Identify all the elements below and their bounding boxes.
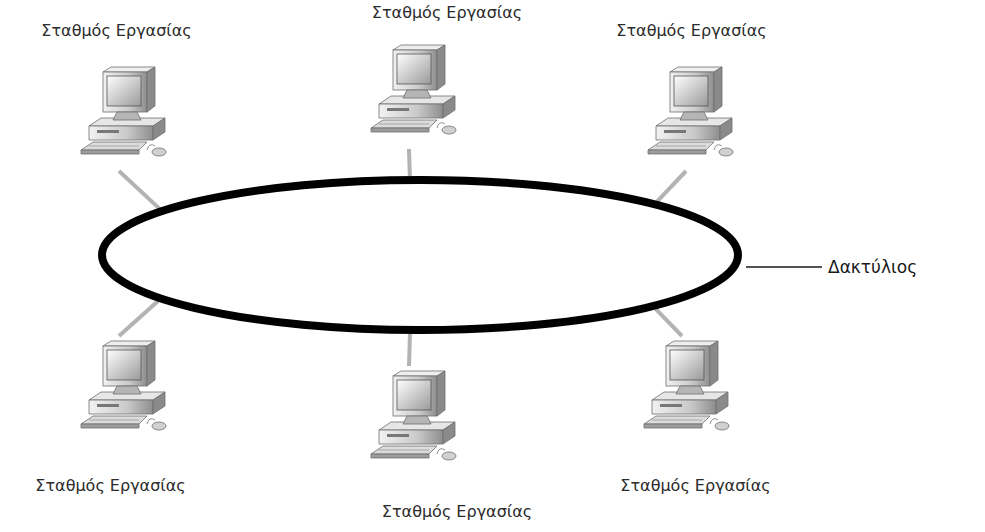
computer-icon	[75, 338, 175, 443]
workstation-label: Σταθμός Εργασίας	[39, 20, 194, 42]
leader-line	[746, 266, 822, 268]
ring: Δακτύλιος	[98, 176, 742, 334]
workstation: Σταθμός Εργασίας	[365, 368, 549, 523]
workstation: Σταθμός Εργασίας	[618, 338, 773, 497]
ring-ellipse	[102, 180, 738, 330]
network-link	[119, 171, 159, 209]
computer-icon	[638, 338, 738, 443]
network-link	[119, 301, 158, 336]
workstation: Σταθμός Εργασίας	[39, 20, 194, 169]
network-link	[407, 334, 412, 366]
computer-icon	[75, 64, 175, 169]
network-link	[657, 171, 686, 202]
workstation-label: Σταθμός Εργασίας	[618, 475, 773, 497]
workstation-label: Σταθμός Εργασίας	[33, 475, 188, 497]
workstation: Σταθμός Εργασίας	[365, 2, 529, 147]
workstation-label: Σταθμός Εργασίας	[614, 20, 769, 42]
computer-icon	[642, 64, 742, 169]
computer-icon	[365, 42, 465, 147]
workstation-label: Σταθμός Εργασίας	[365, 2, 529, 24]
network-link	[407, 149, 412, 176]
computer-icon	[365, 368, 465, 473]
network-link	[656, 309, 682, 336]
ring-label: Δακτύλιος	[828, 256, 917, 278]
workstation-label: Σταθμός Εργασίας	[365, 501, 549, 523]
workstation: Σταθμός Εργασίας	[614, 20, 769, 169]
ring-outline	[98, 176, 742, 334]
workstation: Σταθμός Εργασίας	[33, 338, 188, 497]
